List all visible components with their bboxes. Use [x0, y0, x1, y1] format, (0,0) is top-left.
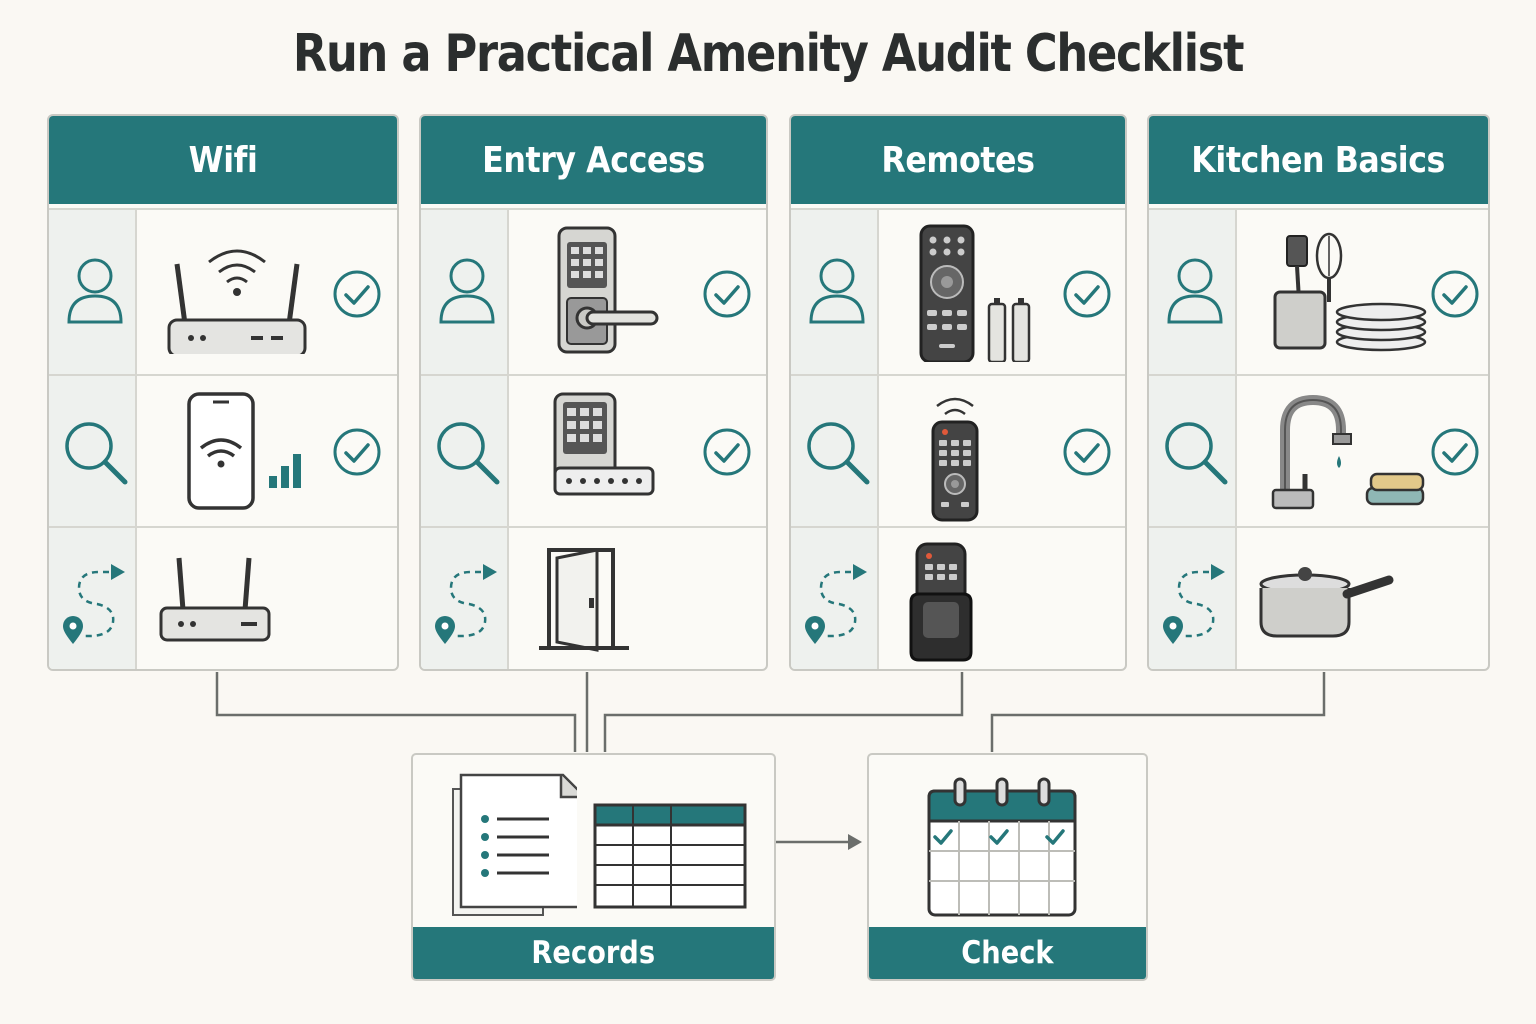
- row-issue-followup: [49, 526, 397, 669]
- person-icon: [1167, 258, 1223, 324]
- row-check-inspect: [1149, 374, 1488, 526]
- check-icon: [333, 428, 381, 476]
- check-icon: [333, 270, 381, 318]
- row-issue-followup: [421, 526, 766, 669]
- row-check-inspect: [421, 374, 766, 526]
- check-icon: [1063, 428, 1111, 476]
- check-icon: [1431, 270, 1479, 318]
- calendar-icon: [927, 777, 1077, 917]
- document-list-icon: [452, 773, 577, 916]
- column-wifi: Wifi: [47, 114, 399, 671]
- check-icon: [703, 428, 751, 476]
- row-issue-followup: [1149, 526, 1488, 669]
- row-check-person: [421, 208, 766, 374]
- person-icon: [67, 258, 123, 324]
- row-issue-followup: [791, 526, 1125, 669]
- remote-signal-icon: [931, 397, 979, 522]
- magnifier-icon: [807, 422, 870, 485]
- utensils-plates-icon: [1273, 232, 1427, 352]
- remote-dock-icon: [909, 542, 973, 662]
- tv-remote-icon: [919, 224, 1031, 362]
- person-icon: [439, 258, 495, 324]
- magnifier-icon: [437, 422, 500, 485]
- magnifier-icon: [1165, 422, 1228, 485]
- row-check-person: [791, 208, 1125, 374]
- row-check-person: [49, 208, 397, 374]
- route-icon: [805, 564, 867, 644]
- column-header: Entry Access: [421, 116, 766, 204]
- keypad-icon: [553, 392, 655, 496]
- router-icon: [167, 249, 307, 354]
- column-kitchen-basics: Kitchen Basics: [1147, 114, 1490, 671]
- check-icon: [1063, 270, 1111, 318]
- saucepan-icon: [1259, 567, 1394, 638]
- phone-wifi-icon: [187, 392, 301, 510]
- route-icon: [63, 564, 125, 644]
- column-header: Wifi: [49, 116, 397, 204]
- column-header: Remotes: [791, 116, 1125, 204]
- route-icon: [1163, 564, 1225, 644]
- row-check-inspect: [791, 374, 1125, 526]
- person-icon: [809, 258, 865, 324]
- door-lock-icon: [557, 226, 659, 354]
- row-check-person: [1149, 208, 1488, 374]
- check-icon: [703, 270, 751, 318]
- records-label: Records: [413, 927, 774, 979]
- table-icon: [593, 803, 747, 909]
- router-icon: [159, 557, 271, 642]
- check-box: Check: [867, 753, 1148, 981]
- records-box: Records: [411, 753, 776, 981]
- open-door-icon: [539, 548, 629, 652]
- magnifier-icon: [65, 422, 128, 485]
- route-icon: [435, 564, 497, 644]
- check-icon: [1431, 428, 1479, 476]
- column-entry-access: Entry Access: [419, 114, 768, 671]
- check-label: Check: [869, 927, 1146, 979]
- row-check-inspect: [49, 374, 397, 526]
- column-remotes: Remotes: [789, 114, 1127, 671]
- faucet-sponge-icon: [1271, 394, 1425, 510]
- column-header: Kitchen Basics: [1149, 116, 1488, 204]
- page-title: Run a Practical Amenity Audit Checklist: [292, 24, 1245, 84]
